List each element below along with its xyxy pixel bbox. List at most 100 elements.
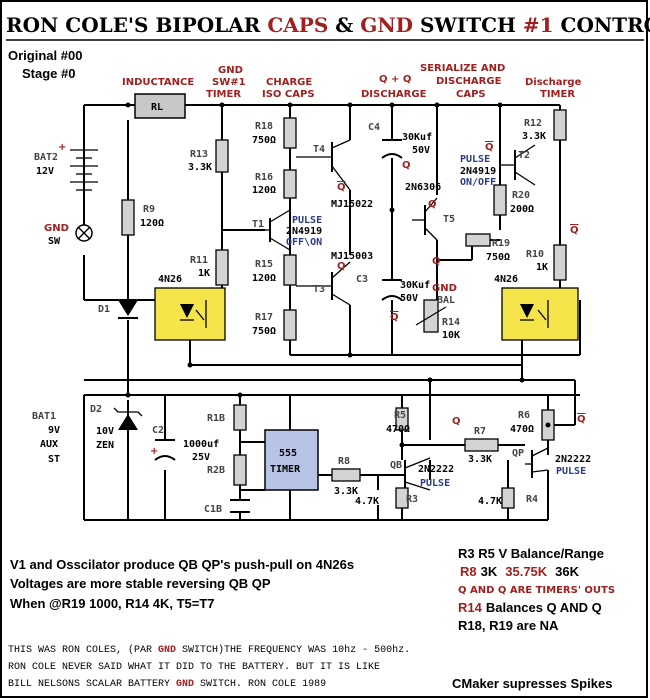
footer-line-3: BILL NELSONS SCALAR BATTERY GND SWITCH. … [8, 679, 326, 690]
d1-label: D1 [98, 304, 110, 315]
r19-value: 750Ω [486, 252, 510, 263]
resistor-r13 [215, 139, 229, 173]
resistor-r9 [121, 199, 135, 236]
r7-value: 3.3K [468, 454, 492, 465]
header-charge-2: ISO CAPS [262, 89, 315, 100]
t2-onoff: ON/OFF [460, 177, 496, 188]
resistor-r1b [233, 404, 247, 431]
resistor-r3 [395, 487, 409, 509]
r9-label: R9 [143, 204, 155, 215]
r4-value: 4.7K [478, 496, 502, 507]
t3-label: T3 [313, 284, 325, 295]
transistor-qb-icon [404, 457, 431, 491]
lamp-switch-icon [75, 200, 93, 242]
note-line-2: Voltages are more stable reversing QB QP [10, 576, 271, 591]
t5-q: Q [428, 199, 437, 210]
transistor-t3-icon [296, 261, 351, 306]
t2-label: T2 [518, 150, 530, 161]
bat2-value: 12V [36, 166, 54, 177]
r15-value: 120Ω [252, 273, 276, 284]
r7-label: R7 [474, 426, 486, 437]
d2-value-1: 10V [96, 426, 114, 437]
r2b-label: R2B [207, 465, 225, 476]
note-line-1: V1 and Osscilator produce QB QP's push-p… [10, 557, 354, 572]
qb-label: QB [390, 460, 402, 471]
r12-label: R12 [524, 118, 542, 129]
balance-timers-outs: Q AND Q ARE TIMERS' OUTS [458, 585, 615, 596]
t2-part: 2N4919 [460, 166, 496, 177]
resistor-r16 [283, 169, 297, 199]
d2-value-2: ZEN [96, 440, 114, 451]
header-inductance: INDUCTANCE [122, 77, 194, 88]
r3-label: R3 [406, 494, 418, 505]
c4-value-1: 30Kuf [402, 132, 432, 143]
c1b-label: C1B [204, 504, 222, 515]
junction-dots [125, 102, 551, 448]
r14-label: R14 [442, 317, 460, 328]
qb-pulse: PULSE [420, 478, 450, 489]
c4-label: C4 [368, 122, 380, 133]
bat1-aux: AUX [40, 439, 58, 450]
r18-label: R18 [255, 121, 273, 132]
c3-value-1: 30Kuf [400, 280, 430, 291]
footer-line-1: THIS WAS RON COLES, (PAR GND SWITCH)THE … [8, 644, 410, 656]
r5-q: Q [452, 416, 461, 427]
header-charge-1: CHARGE [266, 77, 312, 88]
r8-label: R8 [338, 456, 350, 467]
t1-pulse: PULSE [292, 215, 322, 226]
c2-label: C2 [152, 425, 164, 436]
r9-value: 120Ω [140, 218, 164, 229]
header-gnd-sw-3: TIMER [206, 89, 241, 100]
r5-label: R5 [394, 410, 406, 421]
r11-label: R11 [190, 255, 208, 266]
t3-q: Q [337, 261, 346, 272]
c3-label: C3 [356, 274, 368, 285]
opto1-led-icon [180, 300, 207, 328]
resistor-r17 [283, 309, 297, 341]
opto2-label: 4N26 [494, 274, 518, 285]
header-dtimer-2: TIMER [540, 89, 575, 100]
r8-value: 3.3K [334, 486, 358, 497]
t5-part: 2N6306 [405, 182, 441, 193]
rl-label: RL [151, 102, 163, 113]
c2-value-1: 1000uf [183, 439, 219, 450]
footer-cmaker: CMaker supresses Spikes [452, 676, 612, 691]
capacitor-c3-icon [381, 279, 403, 301]
bat2-plus: + [58, 142, 66, 153]
transistor-t5-icon [412, 197, 438, 241]
resistor-r20 [493, 184, 507, 216]
header-ser-1: SERIALIZE AND [420, 63, 505, 74]
balance-title: R3 R5 V Balance/Range [458, 546, 604, 561]
t4-qbar: Q [337, 182, 346, 193]
inductor-rl [134, 93, 186, 119]
c2-value-2: 25V [192, 452, 210, 463]
gnd-sw-sw: SW [48, 236, 61, 247]
resistor-r11 [215, 249, 229, 286]
t1-part: 2N4919 [286, 226, 322, 237]
r20-value: 200Ω [510, 204, 534, 215]
resistor-r4 [501, 487, 515, 509]
capacitor-c1b-icon [230, 499, 250, 513]
r10-value: 1K [536, 262, 548, 273]
r4-label: R4 [526, 494, 538, 505]
r6-value: 470Ω [510, 424, 534, 435]
bat2-label: BAT2 [34, 152, 58, 163]
header-gnd-sw-2: SW#1 [212, 77, 246, 88]
mj15022-label: MJ15022 [331, 199, 373, 210]
optocoupler-2 [501, 287, 579, 341]
stage-label: Stage #0 [22, 66, 75, 81]
capacitor-c4-icon [381, 139, 403, 159]
r11-value: 1K [198, 268, 210, 279]
d2-label: D2 [90, 404, 102, 415]
header-gnd-sw-1: GND [218, 65, 243, 76]
resistor-r8 [331, 468, 361, 482]
r18-value: 750Ω [252, 135, 276, 146]
r13-value: 3.3K [188, 162, 212, 173]
note-line-3: When @R19 1000, R14 4K, T5=T7 [10, 596, 215, 611]
timer-label-2: TIMER [270, 464, 301, 475]
r12-value: 3.3K [522, 131, 546, 142]
resistor-r15 [283, 254, 297, 286]
